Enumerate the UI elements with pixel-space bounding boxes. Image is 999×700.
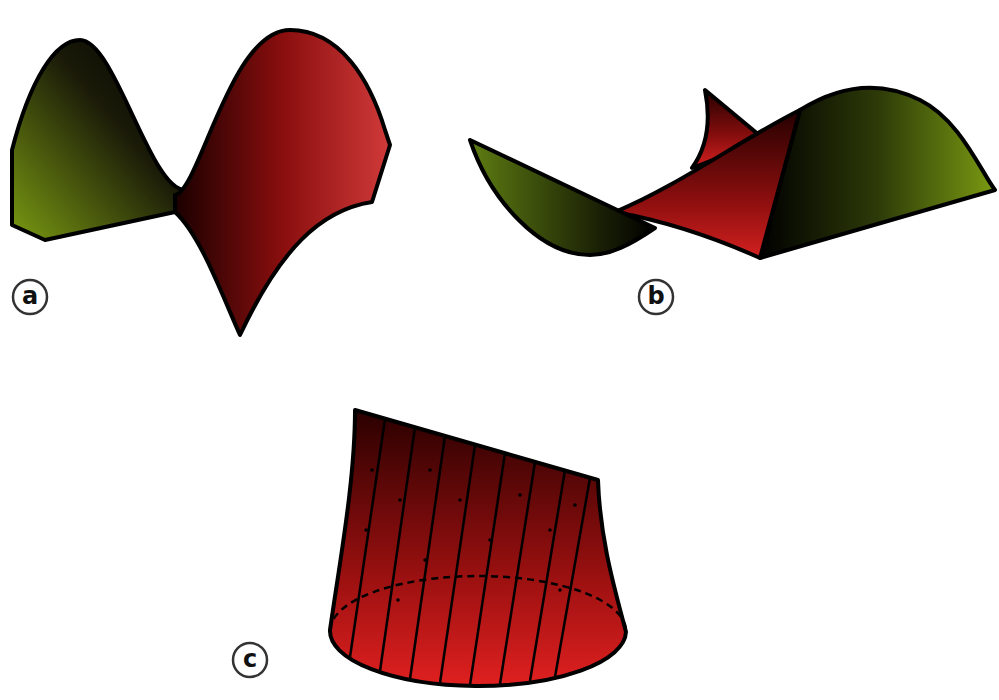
twisted-surface [470,88,995,258]
hyperboloid-surface [330,410,626,686]
callout-letter: b [642,282,670,310]
callout-letter: c [236,645,264,673]
callout-circle [13,280,673,677]
callout-letter: a [16,282,44,310]
saddle-surface [12,30,390,335]
